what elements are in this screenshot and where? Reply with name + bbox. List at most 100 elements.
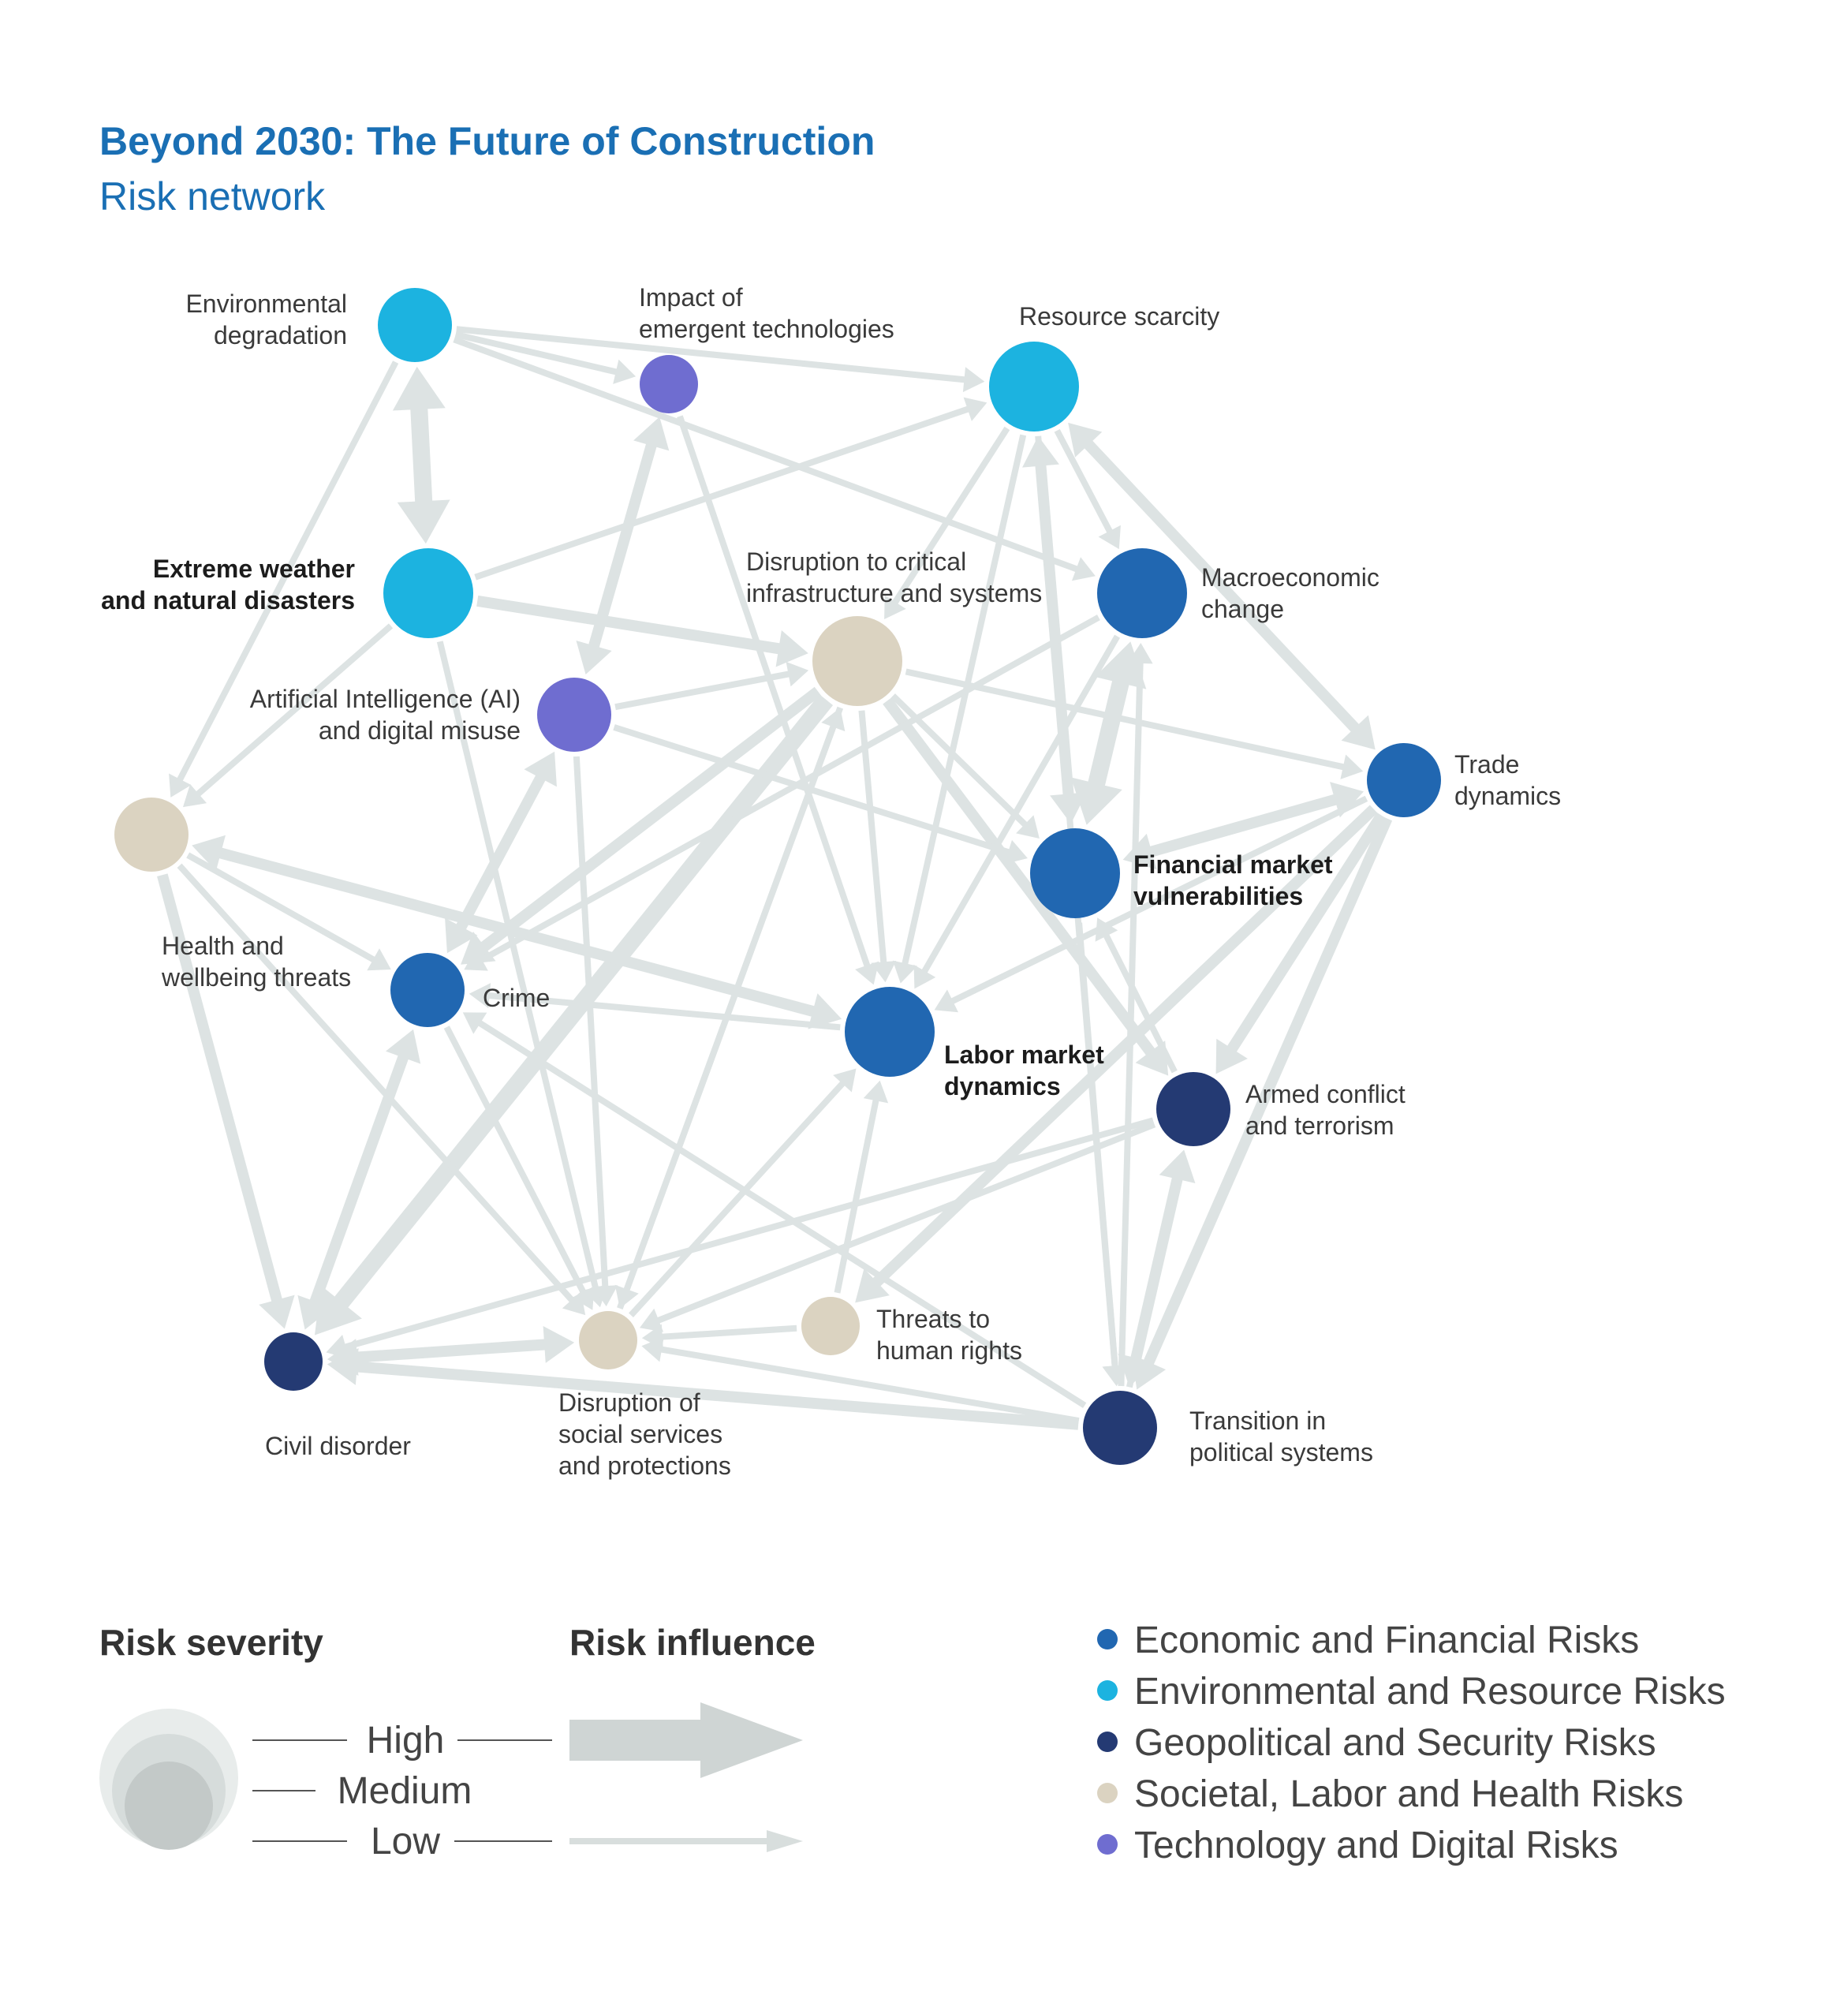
- node-label-weather: Extreme weather and natural disasters: [101, 555, 355, 615]
- edge-ai-to-crime: [445, 751, 557, 954]
- legend-category-label: Technology and Digital Risks: [1134, 1825, 1618, 1866]
- edge-arrowhead: [855, 961, 879, 985]
- edge-political-to-armed: [1126, 1149, 1192, 1388]
- edge-arrowhead: [1127, 642, 1153, 664]
- edge-arrowhead: [633, 417, 670, 451]
- edge-arrowhead: [259, 1295, 295, 1329]
- node-label-line: dynamics: [1454, 782, 1561, 810]
- edge-line: [456, 326, 969, 383]
- edge-ai-to-infra: [614, 661, 809, 711]
- node-label-line: infrastructure and systems: [746, 579, 1042, 607]
- edge-line: [614, 670, 793, 711]
- edge-infra-to-trade: [905, 668, 1364, 779]
- edge-line: [858, 710, 887, 966]
- edge-crime-to-social: [443, 1026, 595, 1310]
- edge-arrowhead: [639, 1308, 664, 1332]
- node-label-line: and natural disasters: [101, 586, 355, 615]
- edge-arrowhead: [1167, 1149, 1192, 1173]
- edge-line: [157, 873, 284, 1307]
- edge-emergent_tech-to-ai: [576, 417, 670, 675]
- edge-line: [883, 697, 1159, 1060]
- edge-line: [834, 1096, 880, 1294]
- edge-env_deg-to-resource: [456, 326, 985, 393]
- edge-arrowhead: [1330, 782, 1365, 818]
- edge-line: [454, 331, 621, 376]
- edge-arrowhead: [1068, 422, 1103, 458]
- edge-arrowhead: [1340, 754, 1364, 779]
- edge-arrowhead: [1095, 917, 1118, 942]
- edge-line: [658, 1324, 797, 1340]
- edge-arrowhead: [1095, 641, 1147, 689]
- node-label-line: political systems: [1189, 1438, 1373, 1466]
- node-label-line: Civil disorder: [265, 1432, 411, 1460]
- edge-resource-to-labor: [892, 434, 1027, 984]
- node-label-line: Armed conflict: [1245, 1080, 1406, 1108]
- edge-line: [1224, 812, 1387, 1057]
- edge-arrowhead: [297, 1295, 333, 1330]
- legend-influence-high-arrow: [569, 1702, 803, 1778]
- node-political: [1083, 1391, 1157, 1465]
- node-label-line: Extreme weather: [153, 555, 355, 583]
- edge-arrowhead: [884, 595, 906, 620]
- edge-arrowhead: [445, 917, 478, 954]
- edge-arrowhead: [1102, 1364, 1128, 1387]
- node-label-civil: Civil disorder: [265, 1432, 411, 1460]
- edge-line: [677, 415, 872, 970]
- edge-line: [901, 434, 1027, 969]
- edge-arrowhead: [462, 1012, 487, 1034]
- legend-influence-heading: Risk influence: [569, 1622, 816, 1663]
- node-label-line: Transition in: [1189, 1407, 1326, 1435]
- edge-emergent_tech-to-labor: [677, 415, 879, 985]
- edge-line: [1054, 428, 1114, 536]
- edge-arrowhead: [169, 773, 192, 798]
- edge-arrowhead: [524, 751, 557, 787]
- legend-category-dot: [1097, 1732, 1118, 1752]
- node-label-line: Artificial Intelligence (AI): [250, 685, 521, 713]
- edge-social-to-labor: [629, 1068, 857, 1317]
- edge-line: [905, 668, 1348, 771]
- edge-arrowhead: [572, 1286, 595, 1310]
- edge-arrowhead: [392, 366, 446, 411]
- edge-arrowhead: [1071, 557, 1096, 581]
- edge-arrowhead: [1215, 1038, 1248, 1074]
- edge-arrowhead: [1341, 715, 1376, 750]
- node-label-line: Crime: [483, 984, 550, 1012]
- edge-macro-to-crime: [464, 615, 1100, 971]
- edge-social-to-infra: [617, 708, 846, 1310]
- edge-weather-to-resource: [474, 397, 987, 581]
- node-infra: [812, 616, 902, 706]
- node-ai: [537, 678, 611, 752]
- edge-line: [947, 795, 1368, 1006]
- edge-political-to-macro: [1118, 642, 1153, 1387]
- edge-resource-to-trade: [1068, 422, 1376, 750]
- node-human_rights: [801, 1297, 860, 1355]
- legend-category-dot: [1097, 1783, 1118, 1803]
- edge-arrowhead: [1070, 777, 1122, 825]
- legend-level-medium: Medium: [338, 1770, 472, 1812]
- edge-arrowhead: [962, 367, 985, 393]
- node-civil: [264, 1332, 323, 1391]
- edge-arrowhead: [397, 499, 450, 544]
- node-label-line: degradation: [214, 321, 347, 349]
- edge-line: [443, 1026, 588, 1298]
- edge-arrowhead: [871, 960, 897, 983]
- edge-line: [476, 686, 822, 955]
- edge-line: [475, 1018, 1087, 1409]
- node-label-line: and terrorism: [1245, 1111, 1394, 1140]
- edge-weather-to-health: [182, 623, 394, 808]
- legend: Risk severity Risk influence High Medium…: [99, 1620, 1726, 1866]
- edge-human_rights-to-social: [641, 1324, 797, 1350]
- page-title: Beyond 2030: The Future of Construction: [99, 119, 875, 163]
- node-emergent_tech: [640, 355, 698, 413]
- legend-category-economic: Economic and Financial Risks: [1097, 1620, 1639, 1661]
- node-weather: [383, 548, 473, 638]
- node-label-line: Labor market: [944, 1040, 1104, 1069]
- edge-line: [1144, 792, 1342, 859]
- legend-influence-low-arrow: [569, 1830, 803, 1852]
- page-subtitle: Risk network: [99, 174, 326, 219]
- edge-arrowhead: [367, 948, 391, 971]
- edge-arrowhead: [543, 1326, 575, 1363]
- node-social: [579, 1311, 637, 1369]
